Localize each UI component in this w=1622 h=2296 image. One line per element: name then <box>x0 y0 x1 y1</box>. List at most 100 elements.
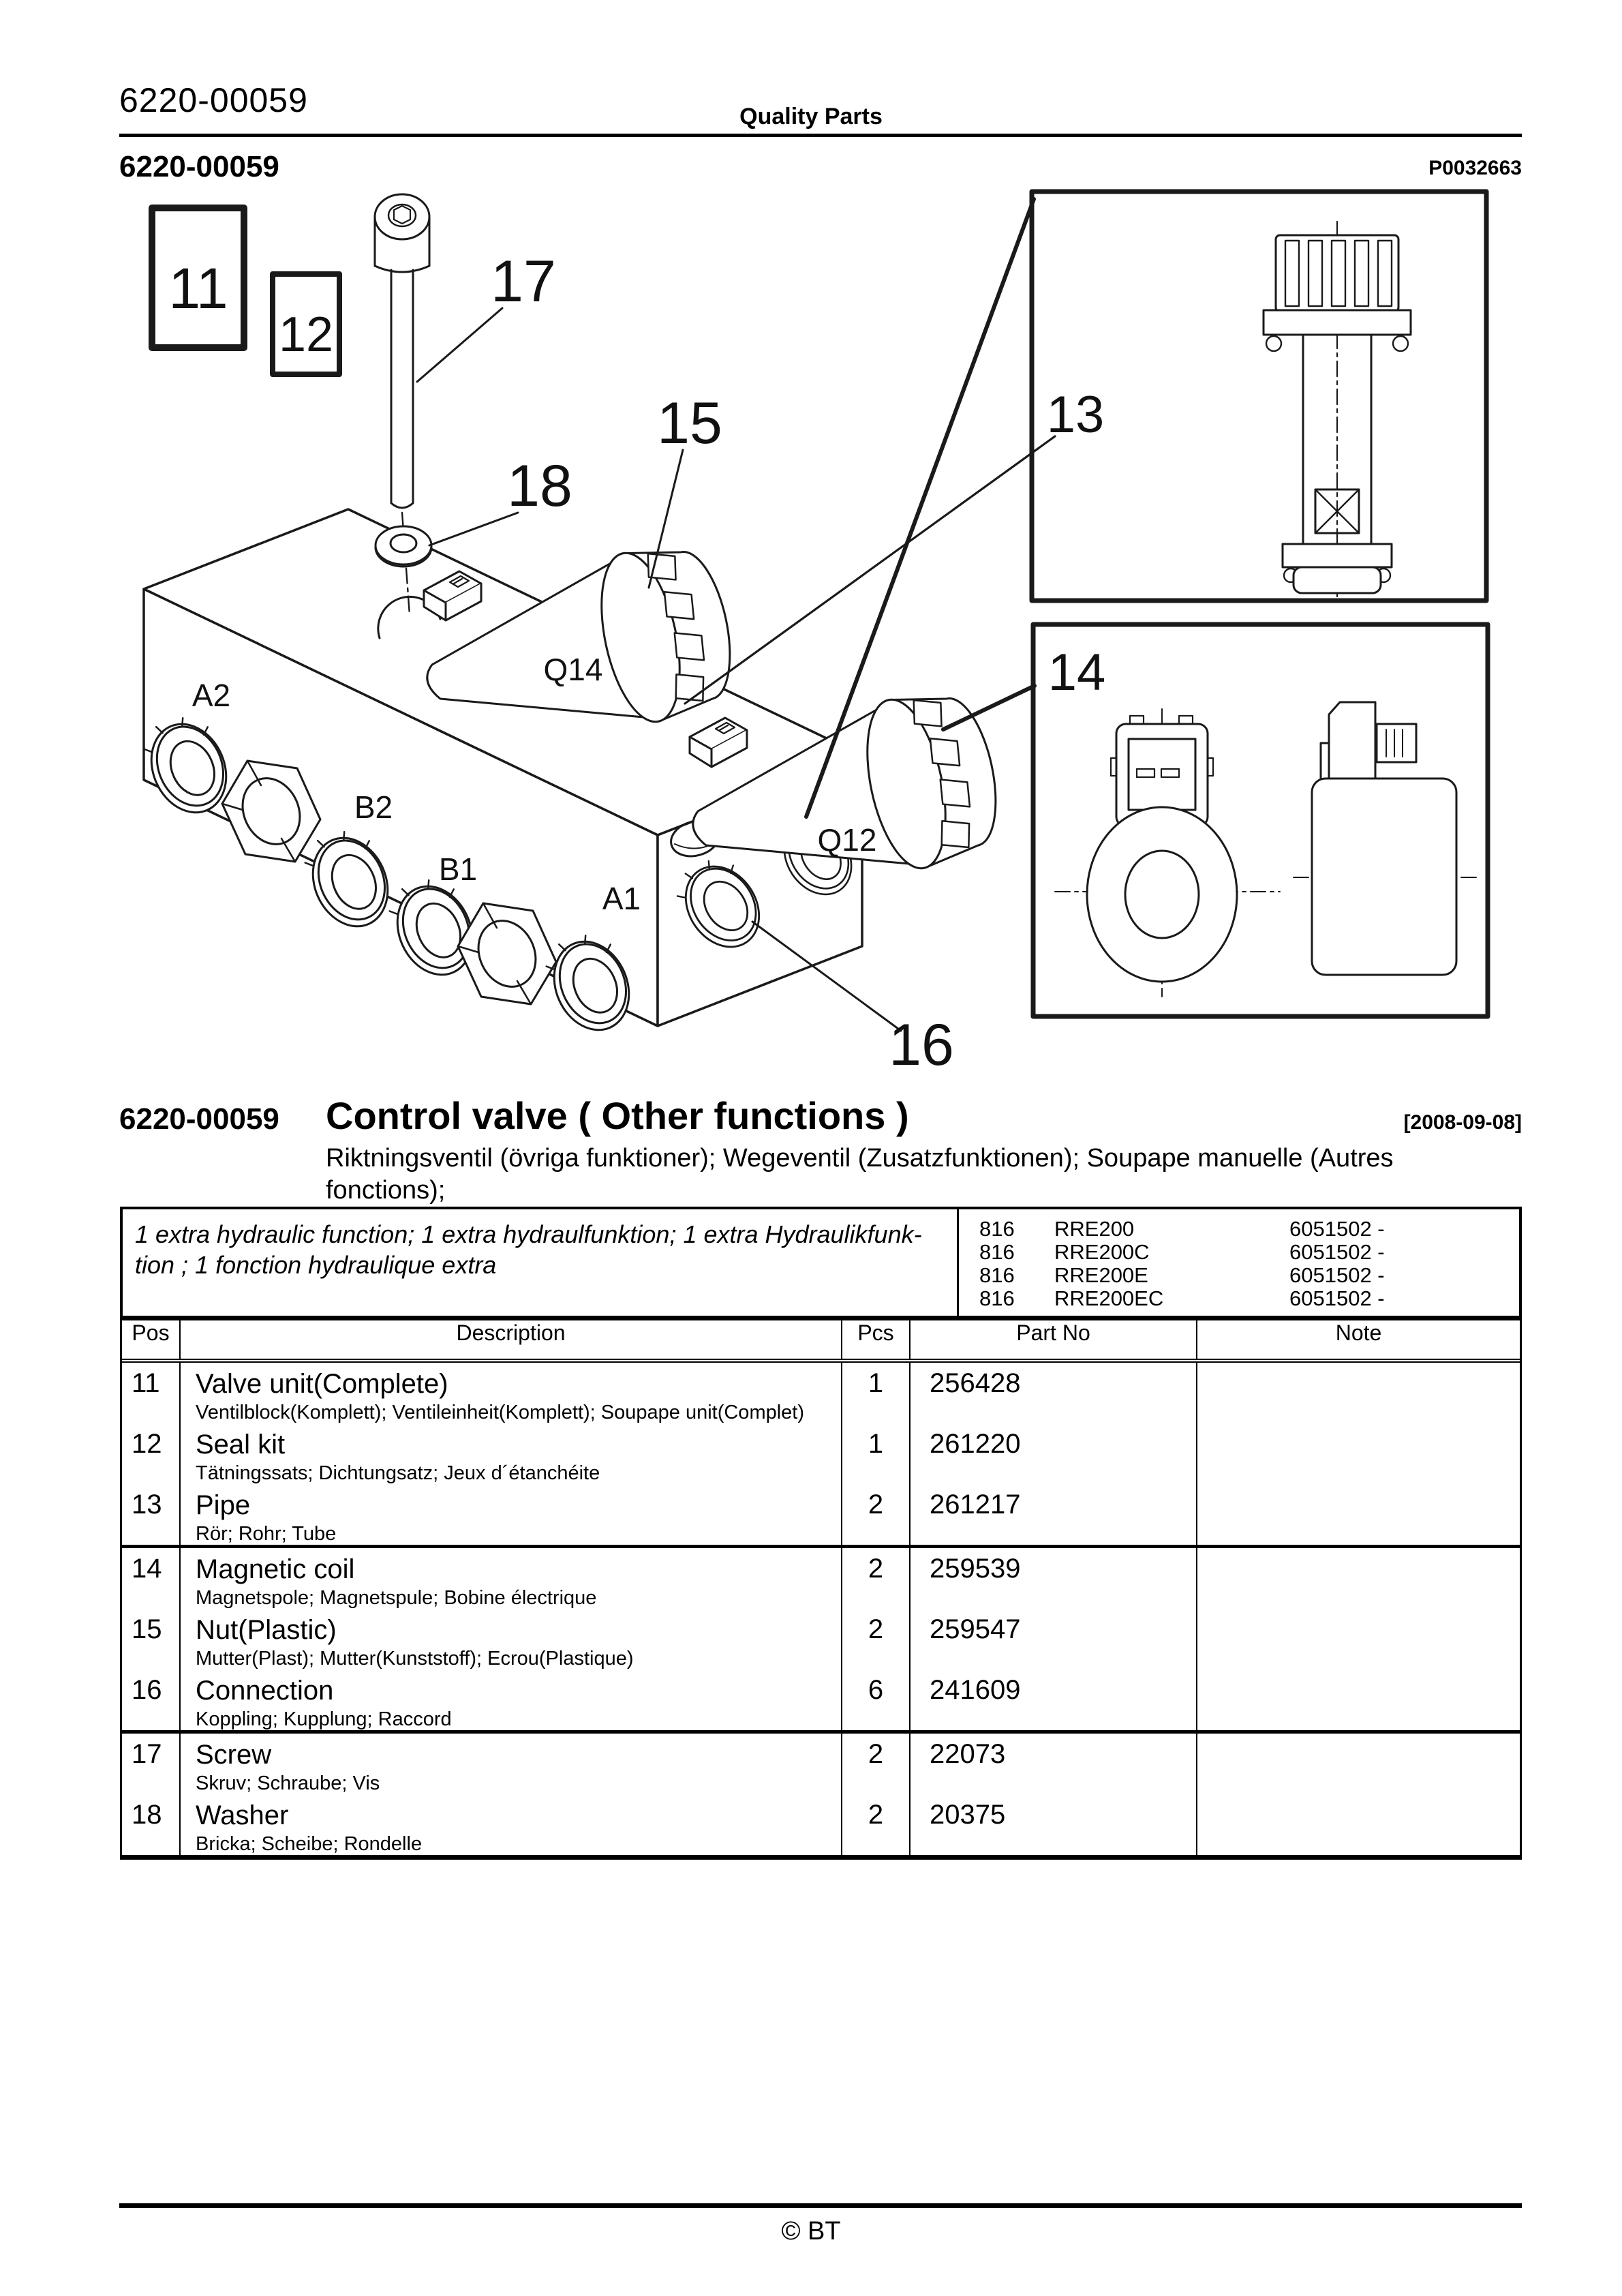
part-name: Valve unit(Complete) <box>196 1369 448 1399</box>
variant-box-divider <box>957 1209 959 1316</box>
cell-pcs: 2 <box>842 1794 911 1856</box>
leader-lines <box>416 197 1056 1032</box>
cell-part-no: 256428 <box>911 1363 1197 1424</box>
screw-icon <box>373 193 431 509</box>
cell-part-no: 259539 <box>911 1548 1197 1610</box>
port-label-b1: B1 <box>439 851 477 887</box>
cell-part-no: 261217 <box>911 1484 1197 1545</box>
footer-copyright: © BT <box>781 2217 841 2246</box>
callout-16: 16 <box>889 1012 954 1078</box>
cell-pcs: 2 <box>842 1609 911 1670</box>
cell-pos: 18 <box>122 1794 181 1856</box>
part-name-translations: Magnetspole; Magnetspule; Bobine électri… <box>196 1587 597 1609</box>
cell-part-no: 259547 <box>911 1609 1197 1670</box>
cell-note <box>1197 1670 1520 1731</box>
callout-12: 12 <box>279 307 333 362</box>
magnetic-coil-icon <box>1054 701 1478 997</box>
part-name-translations: Mutter(Plast); Mutter(Kunststoff); Ecrou… <box>196 1648 634 1670</box>
part-name-translations: Tätningssats; Dichtungsatz; Jeux d´étanc… <box>196 1462 600 1484</box>
parts-groups: 11 Valve unit(Complete) Ventilblock(Komple… <box>122 1363 1520 1856</box>
callout-14: 14 <box>1048 644 1106 701</box>
cell-pcs: 1 <box>842 1423 911 1485</box>
port-label-a1: A1 <box>602 881 641 916</box>
footer-rule <box>119 2203 1522 2208</box>
hex-plug-1 <box>221 759 322 863</box>
cell-note <box>1197 1734 1520 1795</box>
washer-icon <box>374 525 433 568</box>
image-reference-code: P0032663 <box>1428 157 1522 179</box>
table-row: 15 Nut(Plastic) Mutter(Plast); Mutter(Kuns… <box>122 1609 1520 1670</box>
cell-note <box>1197 1794 1520 1856</box>
part-name-translations: Ventilblock(Komplett); Ventileinheit(Kom… <box>196 1402 805 1423</box>
page-title-quality-parts: Quality Parts <box>739 104 883 130</box>
title-block: 6220-00059 Control valve ( Other functio… <box>119 1093 1522 1138</box>
cell-pos: 13 <box>122 1484 181 1545</box>
part-name-translations: Skruv; Schraube; Vis <box>196 1772 380 1794</box>
model-name: RRE200C <box>1054 1240 1150 1264</box>
cell-pcs: 2 <box>842 1484 911 1545</box>
col-header-pos: Pos <box>122 1320 181 1359</box>
model-code: 816 <box>979 1217 1015 1241</box>
callout-box-12 <box>270 271 342 377</box>
cell-note <box>1197 1548 1520 1610</box>
title-number: 6220-00059 <box>119 1102 279 1136</box>
table-row: 11 Valve unit(Complete) Ventilblock(Komple… <box>122 1363 1520 1424</box>
part-name: Connection <box>196 1676 334 1706</box>
cell-part-no: 241609 <box>911 1670 1197 1731</box>
callout-box-11 <box>149 205 247 351</box>
callout-11: 11 <box>168 256 228 320</box>
model-code: 816 <box>979 1286 1015 1310</box>
cell-pcs: 2 <box>842 1734 911 1795</box>
cell-description: Nut(Plastic) Mutter(Plast); Mutter(Kunsts… <box>181 1609 842 1670</box>
cell-pos: 14 <box>122 1548 181 1610</box>
part-name: Magnetic coil <box>196 1554 355 1584</box>
cell-note <box>1197 1423 1520 1485</box>
exploded-view-diagram: 11 12 13 <box>134 189 1490 1078</box>
model-name: RRE200E <box>1054 1263 1148 1287</box>
model-serial: 6051502 - <box>1289 1286 1385 1310</box>
part-name: Seal kit <box>196 1430 286 1460</box>
part-name-translations: Bricka; Scheibe; Rondelle <box>196 1833 423 1855</box>
part-name-translations: Rör; Rohr; Tube <box>196 1523 337 1545</box>
header-rule <box>119 134 1522 137</box>
parts-table-header: Pos Description Pcs Part No Note <box>122 1320 1520 1363</box>
detail-box-13: 13 <box>1029 189 1489 603</box>
pipe-icon <box>1262 234 1412 594</box>
hex-plug-2 <box>457 902 557 1006</box>
cell-pcs: 6 <box>842 1670 911 1731</box>
variant-description-line-1: 1 extra hydraulic function; 1 extra hydr… <box>135 1220 922 1248</box>
cell-note <box>1197 1363 1520 1424</box>
part-name: Nut(Plastic) <box>196 1615 337 1645</box>
cell-pos: 16 <box>122 1670 181 1731</box>
cell-pos: 15 <box>122 1609 181 1670</box>
variant-description: 1 extra hydraulic function; 1 extra hydr… <box>135 1219 922 1280</box>
cell-pcs: 2 <box>842 1548 911 1610</box>
cell-pos: 11 <box>122 1363 181 1424</box>
revision-date: [2008-09-08] <box>1403 1111 1522 1134</box>
callout-13: 13 <box>1047 386 1105 444</box>
callout-18: 18 <box>507 453 572 519</box>
variant-description-line-2: tion ; 1 fonction hydraulique extra <box>135 1251 497 1279</box>
cell-description: Valve unit(Complete) Ventilblock(Komplett… <box>181 1363 842 1424</box>
model-code: 816 <box>979 1240 1015 1264</box>
model-name: RRE200 <box>1054 1217 1135 1241</box>
cell-part-no: 22073 <box>911 1734 1197 1795</box>
model-serial: 6051502 - <box>1289 1263 1385 1287</box>
variant-box: 1 extra hydraulic function; 1 extra hydr… <box>120 1207 1522 1316</box>
callout-17: 17 <box>491 249 556 314</box>
page-number-header: 6220-00059 <box>119 81 308 119</box>
